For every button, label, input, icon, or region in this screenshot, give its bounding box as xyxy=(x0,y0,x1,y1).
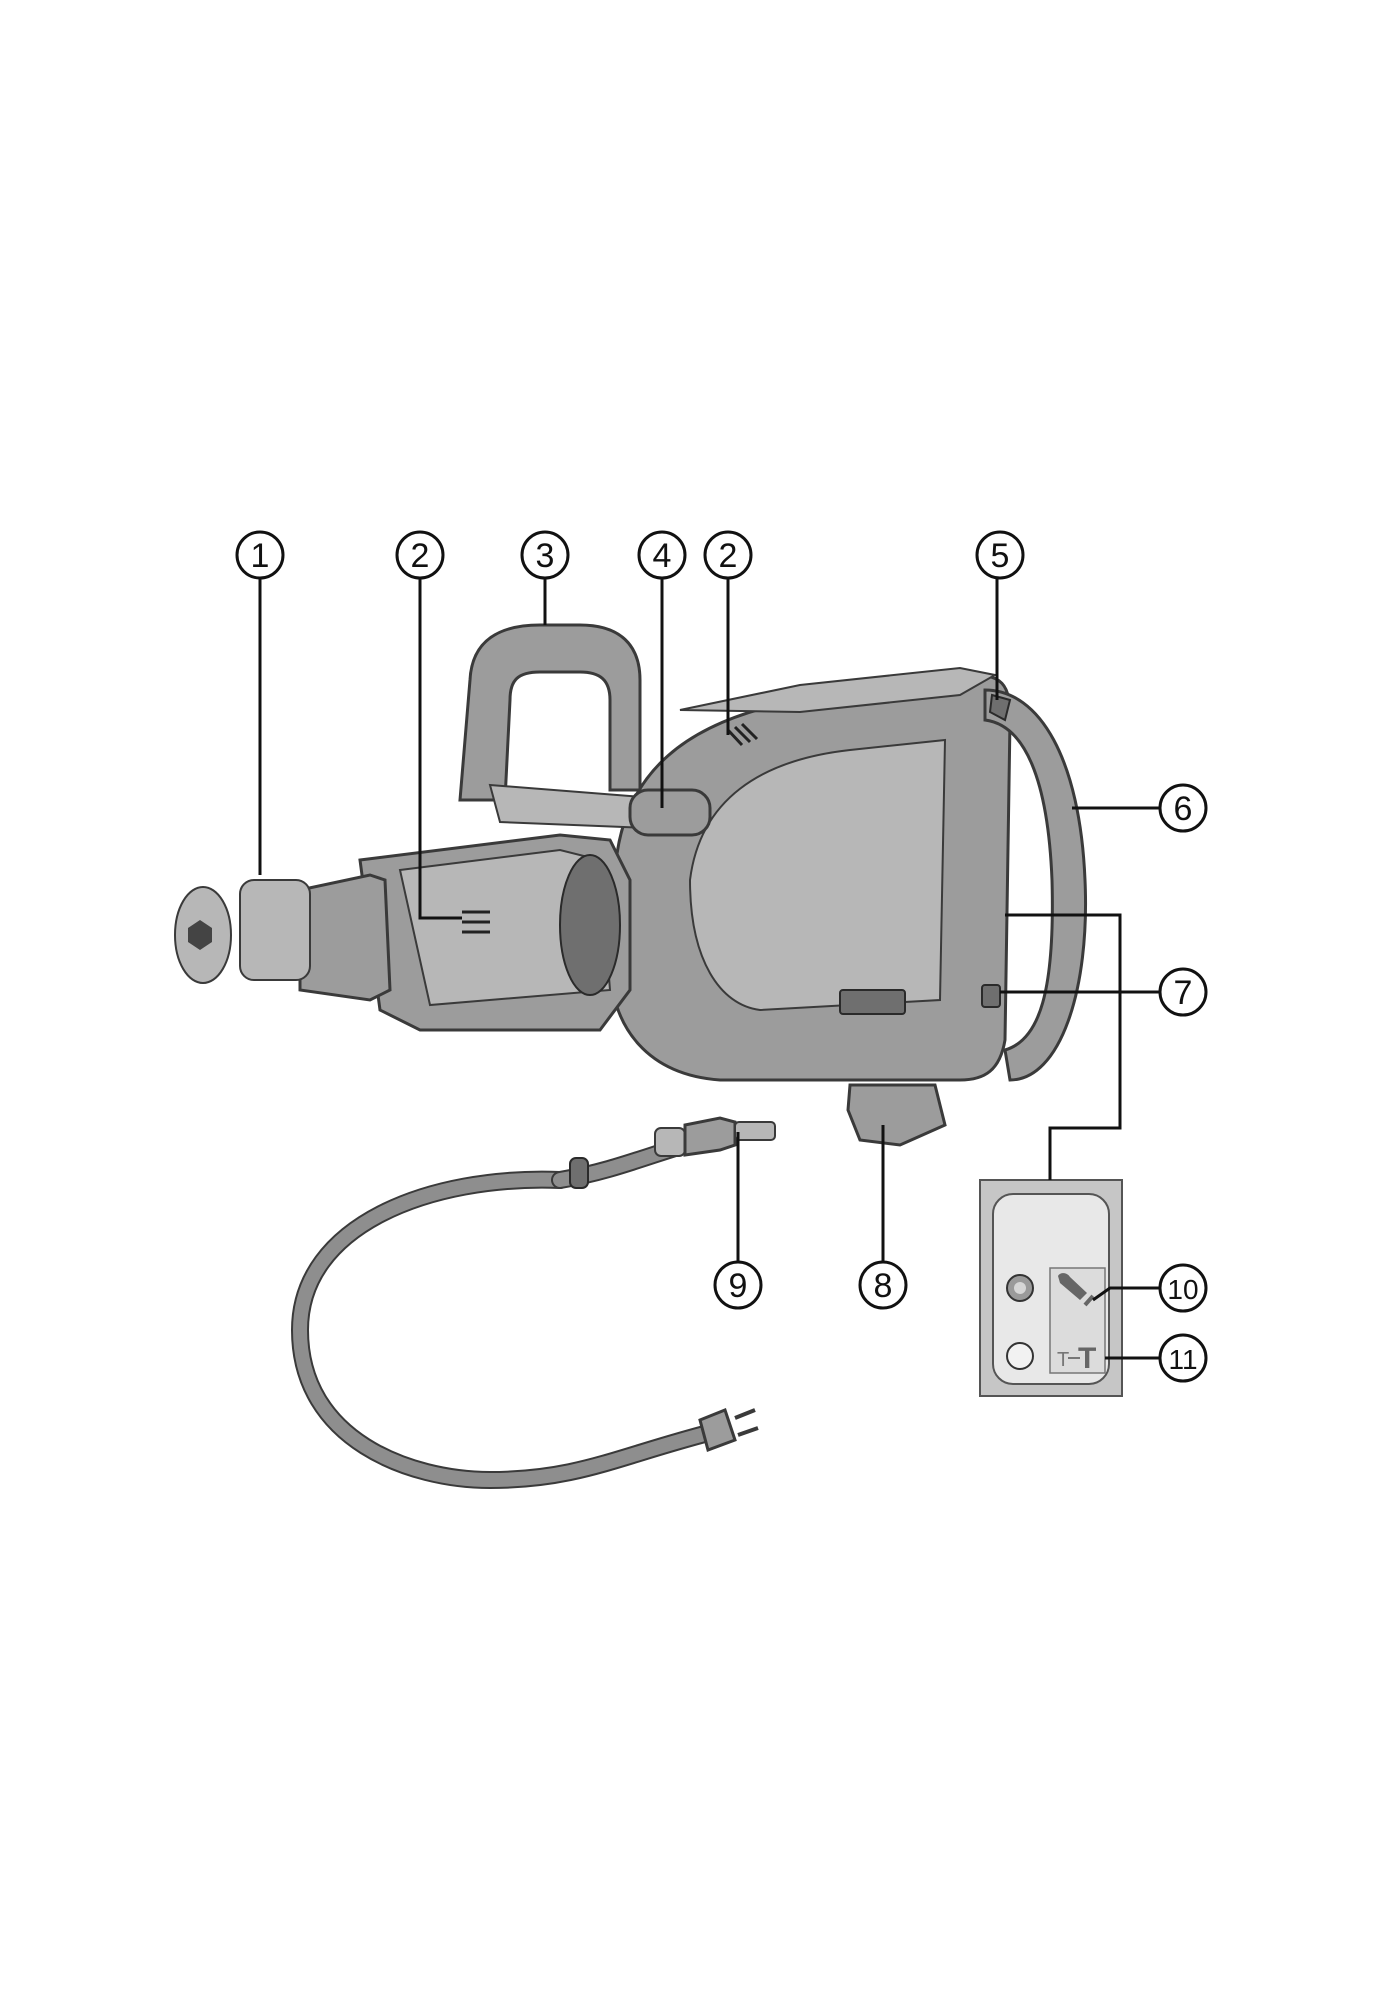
wrench-icon xyxy=(1058,1273,1095,1307)
callout-9: 9 xyxy=(713,1260,763,1310)
indicator-light-theft xyxy=(1006,1342,1034,1370)
callout-5: 5 xyxy=(975,530,1025,580)
vent-slots-top xyxy=(726,722,759,747)
callout-label-1: 1 xyxy=(251,537,270,575)
indicator-panel: T T xyxy=(979,1179,1123,1397)
callout-4: 4 xyxy=(637,530,687,580)
rear-handle xyxy=(983,688,1088,1082)
indicator-tab xyxy=(981,984,1001,1008)
callout-label-3: 3 xyxy=(536,537,555,575)
callout-6: 6 xyxy=(1158,783,1208,833)
on-off-switch xyxy=(988,693,1012,722)
cord-connector xyxy=(569,1116,776,1189)
callout-label-7: 7 xyxy=(1174,974,1193,1012)
callout-8: 8 xyxy=(858,1260,908,1310)
callout-7: 7 xyxy=(1158,967,1208,1017)
cable-exit xyxy=(846,1083,947,1147)
callout-label-10: 10 xyxy=(1167,1274,1198,1305)
plug xyxy=(698,1408,759,1452)
side-handle xyxy=(458,623,712,837)
breaker-tool xyxy=(174,623,1088,1147)
callout-2a: 2 xyxy=(395,530,445,580)
callout-1: 1 xyxy=(235,530,285,580)
callout-label-8: 8 xyxy=(874,1267,893,1305)
callout-label-4: 4 xyxy=(653,537,672,575)
svg-text:T: T xyxy=(1078,1342,1096,1375)
callout-11: 11 xyxy=(1158,1333,1208,1383)
svg-text:T: T xyxy=(1057,1349,1069,1371)
leader-lines xyxy=(258,575,1160,1360)
tool-holder xyxy=(174,873,392,1002)
vent-slots-front xyxy=(462,910,490,934)
brand-badge xyxy=(839,989,906,1015)
handle-lock xyxy=(628,788,712,837)
callout-10: 10 xyxy=(1158,1263,1208,1313)
callout-label-11: 11 xyxy=(1168,1344,1197,1375)
callout-label-6: 6 xyxy=(1174,790,1193,828)
callout-label-5: 5 xyxy=(991,537,1010,575)
callout-label-9: 9 xyxy=(729,1267,748,1305)
callout-label-2b: 2 xyxy=(719,537,738,575)
power-cord xyxy=(290,1116,776,1490)
callout-3: 3 xyxy=(520,530,570,580)
callout-2b: 2 xyxy=(703,530,753,580)
callout-label-2a: 2 xyxy=(411,537,430,575)
hammer-chisel-icon: T T xyxy=(1057,1342,1096,1375)
